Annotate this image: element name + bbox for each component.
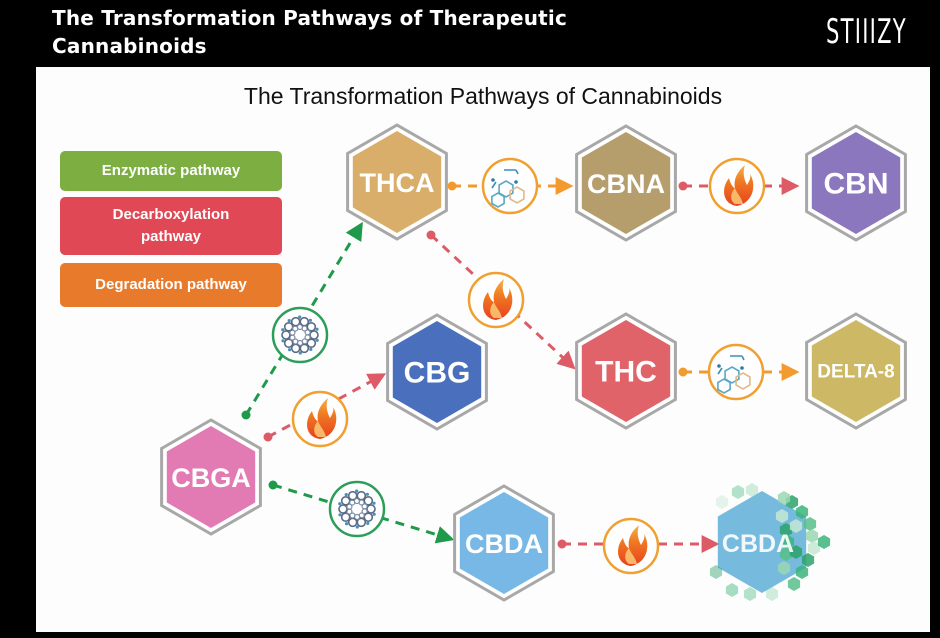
edge-start-dot — [678, 367, 688, 377]
node-hexagon — [352, 131, 442, 233]
node-label: CBGA — [171, 463, 251, 493]
legend-decarboxylation: Decarboxylation pathway — [60, 197, 282, 255]
legend-decarboxylation-label: Decarboxylation pathway — [112, 206, 230, 245]
edge-start-dot — [263, 432, 273, 442]
node-label: CBN — [824, 168, 889, 201]
degradation-particle — [787, 577, 801, 591]
node-cbga: CBGA — [160, 418, 262, 536]
enzyme-icon — [271, 306, 329, 364]
degradation-particle — [795, 565, 809, 579]
brand-logo: STIIIZY — [826, 12, 907, 52]
slide-title: The Transformation Pathways of Cannabino… — [243, 83, 723, 109]
node-hexagon — [811, 320, 901, 422]
degradation-particle — [777, 491, 791, 505]
degradation-particle — [779, 523, 793, 537]
node-cbn: CBN — [805, 124, 907, 242]
legend-enzymatic-label: Enzymatic pathway — [101, 162, 241, 179]
node-hexagon — [166, 426, 256, 528]
header-title: The Transformation Pathways of Therapeut… — [52, 4, 752, 60]
edge-start-dot — [426, 230, 436, 240]
node-hexagon — [581, 132, 671, 234]
edge-start-dot — [678, 181, 688, 191]
degradation-particle — [777, 561, 791, 575]
header-bar: The Transformation Pathways of Therapeut… — [0, 0, 940, 66]
node-cbg: CBG — [386, 313, 488, 431]
slide-canvas: The Transformation Pathways of Cannabino… — [36, 67, 930, 632]
degradation-particle — [807, 541, 821, 555]
degradation-particle — [765, 587, 779, 601]
edge-cbda-cbda2 — [557, 535, 720, 553]
degradation-particle — [725, 583, 739, 597]
edge-cbga-cbda — [268, 480, 455, 544]
node-cbda: CBDA — [453, 484, 555, 602]
degradation-particle — [779, 547, 793, 561]
degradation-particle — [781, 535, 795, 549]
header-title-line2: Cannabinoids — [52, 34, 207, 58]
node-cbda2: CBDA — [709, 483, 831, 601]
edge-cbga-thca — [241, 221, 363, 420]
node-thc: THC — [575, 312, 677, 430]
node-label: CBG — [404, 357, 471, 390]
edge-line — [244, 221, 363, 416]
node-label: THCA — [360, 168, 435, 198]
legend-enzymatic: Enzymatic pathway — [60, 151, 282, 191]
degradation-particle — [745, 483, 759, 497]
node-hexagon — [811, 132, 901, 234]
molecule-icon — [707, 343, 765, 401]
node-delta8: DELTA-8 — [805, 312, 907, 430]
degradation-particle — [715, 495, 729, 509]
legend-degradation-label: Degradation pathway — [95, 276, 247, 293]
flame-icon — [708, 157, 766, 215]
degradation-particle — [743, 587, 757, 601]
edge-start-dot — [557, 539, 567, 549]
edge-thca-cbna — [447, 177, 574, 195]
molecule-icon — [481, 157, 539, 215]
degradation-particle — [709, 565, 723, 579]
edge-start-dot — [268, 480, 278, 490]
degradation-particle — [789, 545, 803, 559]
node-thca: THCA — [346, 123, 448, 241]
degradation-particle — [805, 529, 819, 543]
degradation-particle — [775, 509, 789, 523]
edge-start-dot — [241, 410, 251, 420]
node-hexagon — [581, 320, 671, 422]
edge-start-dot — [447, 181, 457, 191]
node-label: THC — [595, 356, 657, 389]
node-hexagon — [392, 321, 482, 423]
header-title-line1: The Transformation Pathways of Therapeut… — [52, 6, 568, 30]
degradation-particle — [731, 485, 745, 499]
degradation-particle — [817, 535, 831, 549]
degradation-particle — [801, 553, 815, 567]
node-label: CBNA — [587, 169, 665, 199]
node-label: CBDA — [722, 530, 794, 558]
node-label: DELTA-8 — [817, 362, 894, 383]
degradation-particle — [795, 505, 809, 519]
legend-degradation: Degradation pathway — [60, 263, 282, 307]
node-label: CBDA — [465, 529, 543, 559]
flame-icon — [291, 390, 349, 448]
flame-icon — [602, 517, 660, 575]
node-cbna: CBNA — [575, 124, 677, 242]
flame-icon — [467, 271, 525, 329]
node-hexagon — [459, 492, 549, 594]
icons-layer — [271, 157, 766, 575]
enzyme-icon — [328, 480, 386, 538]
degradation-particle — [803, 517, 817, 531]
degradation-particle — [789, 519, 803, 533]
